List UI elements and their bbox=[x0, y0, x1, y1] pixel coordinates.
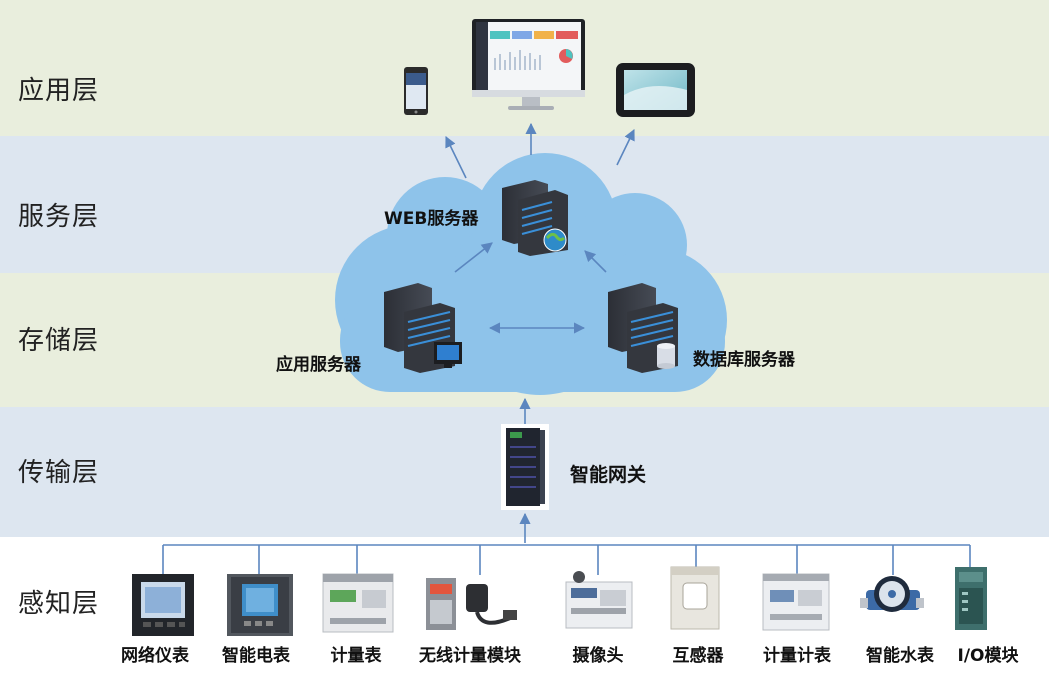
wireless-module-icon bbox=[426, 578, 517, 630]
io-module-icon bbox=[955, 567, 987, 630]
device-label-metering-gauge: 计量计表 bbox=[763, 646, 831, 666]
gateway-label: 智能网关 bbox=[570, 464, 647, 486]
arrow-to-tablet bbox=[616, 128, 635, 166]
device-label-smart-meter: 智能电表 bbox=[222, 646, 290, 666]
camera-icon bbox=[565, 571, 633, 629]
device-label-camera: 摄像头 bbox=[572, 646, 624, 666]
water-meter-icon bbox=[860, 576, 924, 612]
transformer-icon bbox=[670, 566, 720, 630]
device-label-transformer: 互感器 bbox=[672, 646, 724, 666]
web-server-label: WEB服务器 bbox=[384, 209, 479, 229]
layer-label-perception: 感知层 bbox=[18, 589, 100, 619]
db-server-label: 数据库服务器 bbox=[693, 350, 795, 370]
arrow-db-to-web bbox=[584, 250, 607, 273]
device-label-io-module: I/O模块 bbox=[957, 646, 1019, 666]
app-server-label: 应用服务器 bbox=[276, 355, 361, 375]
device-label-network-meter: 网络仪表 bbox=[121, 646, 189, 666]
layer-label-transport: 传输层 bbox=[18, 458, 100, 488]
device-label-water-meter: 智能水表 bbox=[866, 646, 934, 666]
layer-label-service: 服务层 bbox=[18, 202, 100, 232]
layer-label-storage: 存储层 bbox=[18, 326, 100, 356]
smart-meter-icon bbox=[227, 574, 293, 636]
metering-gauge-icon bbox=[762, 573, 830, 631]
db-server-icon bbox=[608, 283, 678, 373]
network-meter-icon bbox=[132, 574, 194, 636]
arrow-to-phone bbox=[445, 135, 467, 179]
device-label-metering-meter: 计量表 bbox=[330, 646, 382, 666]
tablet-icon bbox=[616, 63, 695, 117]
app-server-icon bbox=[384, 283, 462, 373]
monitor-icon bbox=[472, 19, 585, 110]
arrow-app-to-web bbox=[454, 242, 493, 273]
layer-label-app: 应用层 bbox=[18, 76, 100, 106]
web-server-icon bbox=[502, 180, 568, 256]
device-bus bbox=[162, 544, 971, 575]
metering-meter-icon bbox=[322, 573, 394, 633]
gateway-icon bbox=[501, 424, 549, 510]
device-label-wireless-module: 无线计量模块 bbox=[419, 646, 521, 666]
phone-icon bbox=[404, 67, 428, 115]
